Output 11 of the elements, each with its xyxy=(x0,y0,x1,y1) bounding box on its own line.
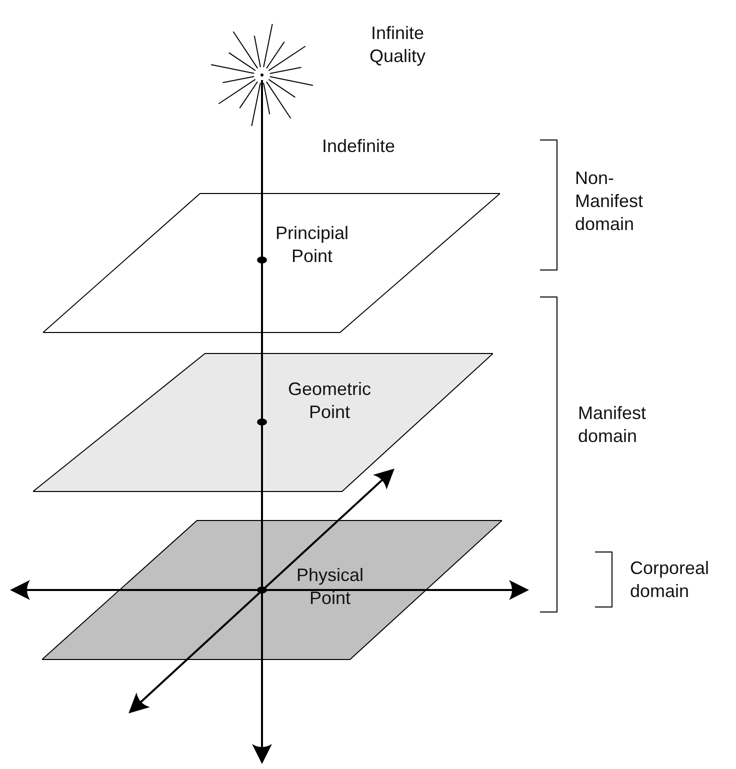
top-label: Infinite Quality xyxy=(368,22,427,68)
plane-label: Physical Point xyxy=(295,564,365,610)
plane-parallelogram xyxy=(33,353,493,492)
plane-label: Principial Point xyxy=(274,222,350,268)
plane-label: Geometric Point xyxy=(286,378,372,424)
domain-label: Corporeal domain xyxy=(630,557,710,603)
plane-parallelogram xyxy=(42,520,502,660)
domain-label: Manifest domain xyxy=(578,402,648,448)
plane-parallelogram xyxy=(43,193,500,333)
domain-label: Non-Manifest domain xyxy=(575,167,644,236)
level-label: Indefinite xyxy=(322,135,396,158)
